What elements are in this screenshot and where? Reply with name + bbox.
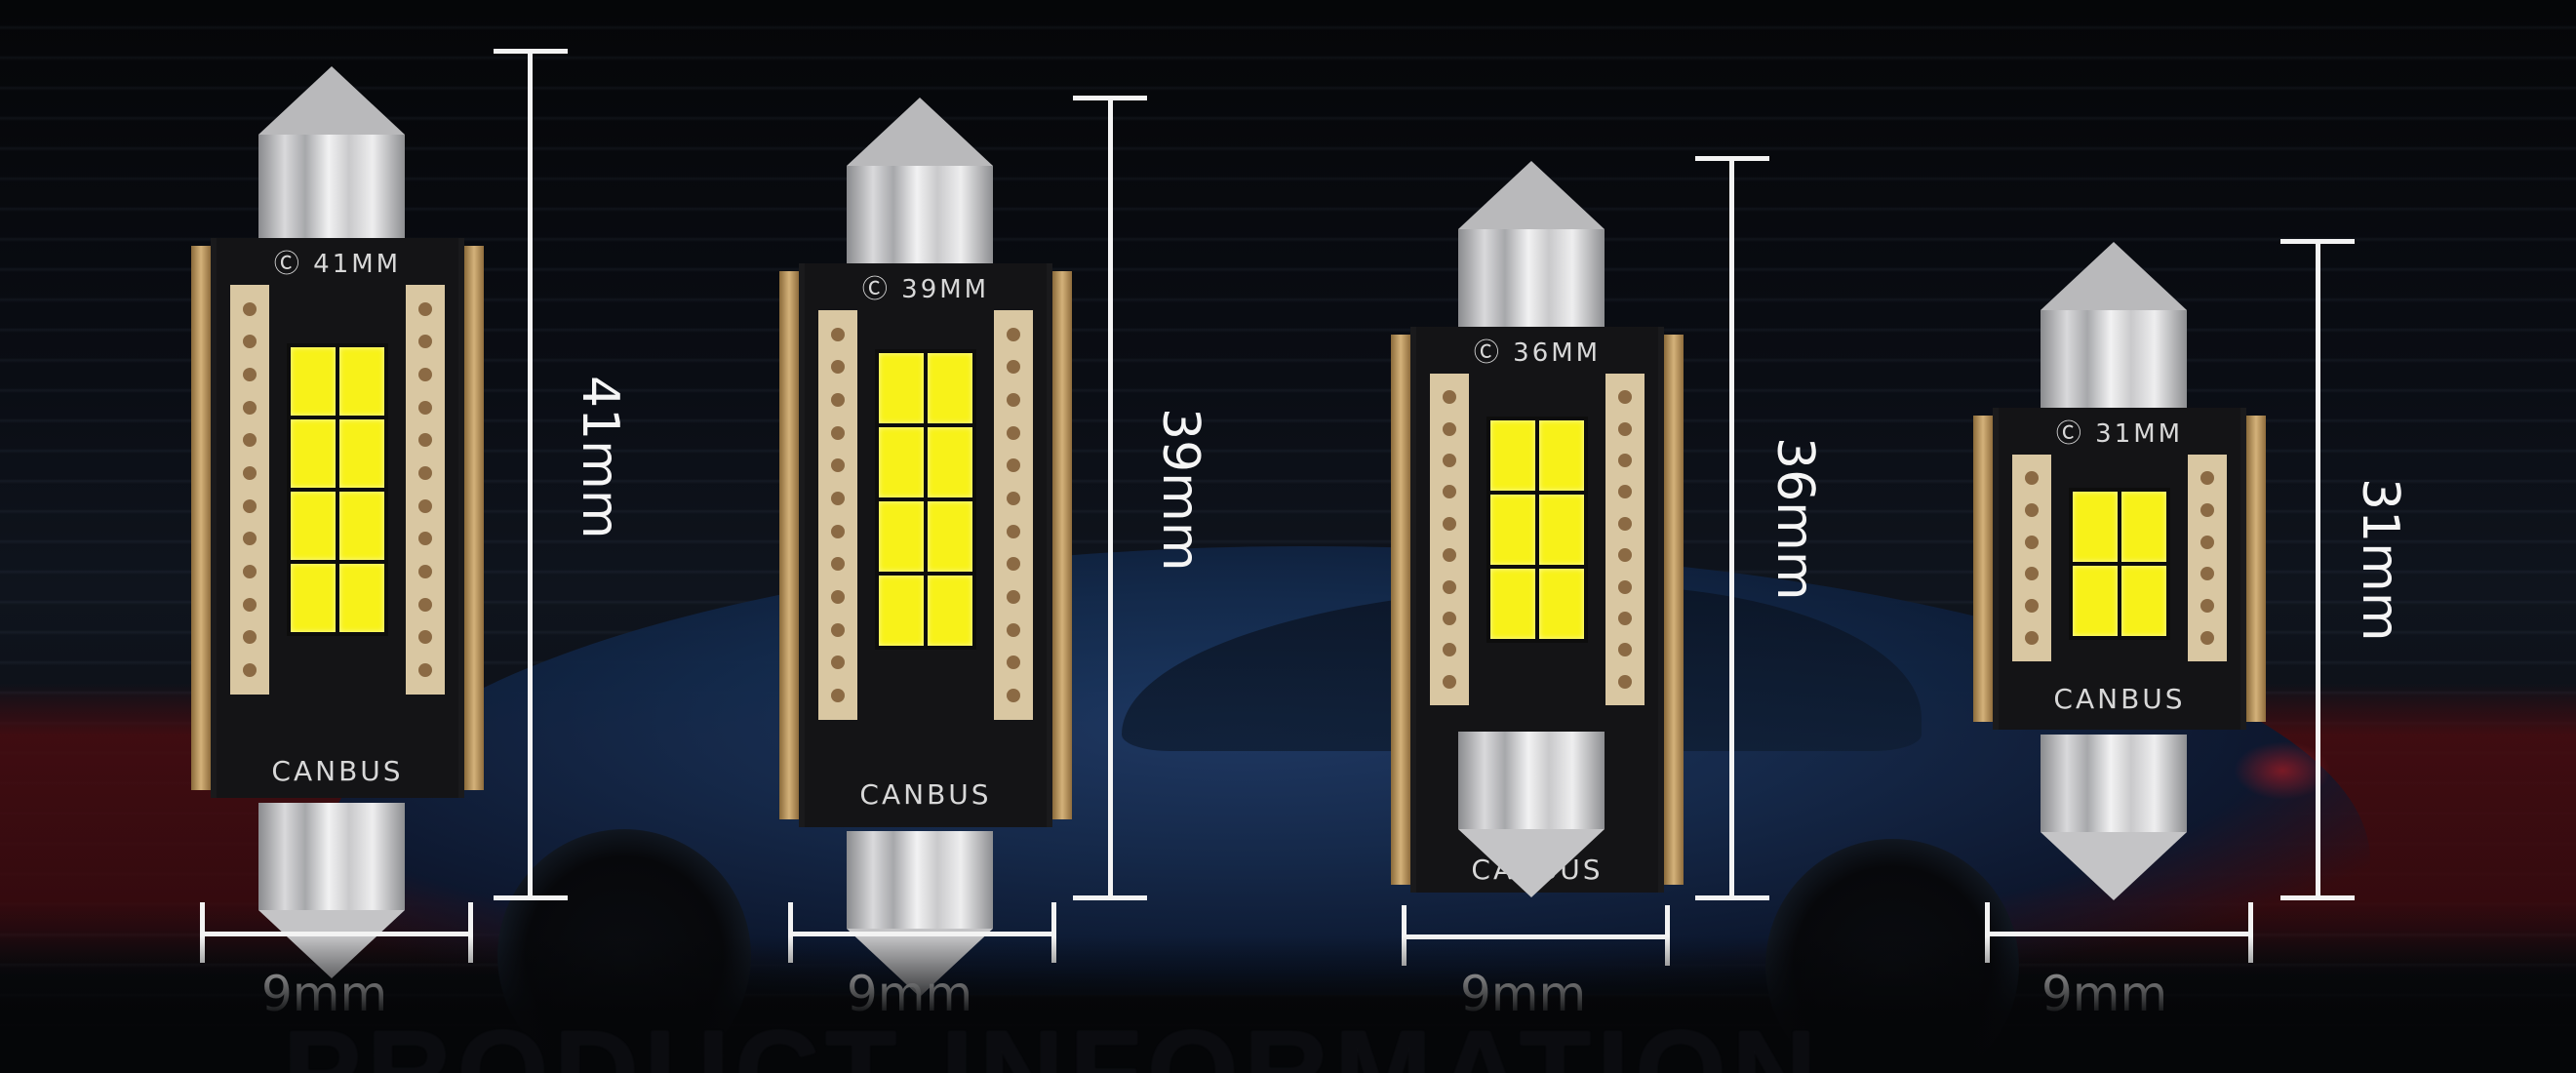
left-contact-strip xyxy=(230,285,269,695)
model-size-text: 31MM xyxy=(2095,419,2184,449)
right-contact-strip xyxy=(406,285,445,695)
model-label: Ⓒ 36MM xyxy=(1473,338,1602,368)
pcb-board: Ⓒ 39MM CANBUS xyxy=(779,263,1072,827)
bulb-bottom-cap xyxy=(2041,735,2187,900)
bulb-top-cap xyxy=(1458,161,1605,327)
canbus-label: CANBUS xyxy=(271,755,404,787)
bulb-top-cap xyxy=(258,66,405,242)
pcb-board: Ⓒ 31MM CANBUS xyxy=(1973,408,2266,730)
height-label: 39mm xyxy=(1151,408,1209,572)
right-contact-strip xyxy=(1605,374,1645,705)
height-line-bottom-tick xyxy=(2280,895,2355,900)
bottom-dark-fade xyxy=(0,936,2576,1073)
led-chip-array xyxy=(287,343,388,636)
bulb-31mm: Ⓒ 31MM CANBUS xyxy=(1973,242,2266,905)
model-label: Ⓒ 41MM xyxy=(273,250,402,279)
height-dimension-line xyxy=(1729,156,1734,899)
left-contact-strip xyxy=(818,310,857,720)
bulb-top-cap xyxy=(847,98,993,263)
led-chip-array xyxy=(1486,417,1588,643)
height-line-bottom-tick xyxy=(1695,895,1769,900)
height-dimension-line xyxy=(528,49,533,899)
width-dimension-line xyxy=(200,932,473,936)
led-chip-array xyxy=(875,349,976,650)
canbus-label: CANBUS xyxy=(2053,683,2186,715)
height-label: 41mm xyxy=(571,376,629,539)
width-line-right-tick xyxy=(1051,902,1056,963)
height-line-bottom-tick xyxy=(1073,895,1147,900)
model-label: Ⓒ 31MM xyxy=(2055,419,2184,449)
right-contact-strip xyxy=(2188,455,2227,661)
left-contact-strip xyxy=(1430,374,1469,705)
width-line-right-tick xyxy=(1665,905,1670,966)
bulb-bottom-cap xyxy=(1458,732,1605,897)
model-label: Ⓒ 39MM xyxy=(861,275,990,304)
height-label: 36mm xyxy=(1765,437,1824,601)
model-size-text: 36MM xyxy=(1513,338,1602,368)
height-dimension-line xyxy=(2316,239,2320,899)
width-line-right-tick xyxy=(468,902,473,963)
bulb-39mm: Ⓒ 39MM CANBUS xyxy=(779,98,1072,997)
pcb-board: Ⓒ 36MM CANBUS xyxy=(1391,327,1684,893)
height-label: 31mm xyxy=(2351,478,2409,642)
bulb-top-cap xyxy=(2041,242,2187,408)
width-dimension-line xyxy=(1985,932,2253,936)
led-chip-array xyxy=(2069,488,2170,640)
height-line-bottom-tick xyxy=(494,895,568,900)
car-taillight xyxy=(2234,741,2331,800)
left-contact-strip xyxy=(2012,455,2051,661)
width-line-right-tick xyxy=(2248,902,2253,963)
bulb-41mm: Ⓒ 41MM CANBUS xyxy=(191,66,484,978)
model-size-text: 41MM xyxy=(313,250,402,279)
product-information-heading: PRODUCT INFORMATION xyxy=(283,1007,1823,1073)
right-contact-strip xyxy=(994,310,1033,720)
height-dimension-line xyxy=(1108,96,1113,899)
canbus-label: CANBUS xyxy=(859,778,992,811)
pcb-board: Ⓒ 41MM CANBUS xyxy=(191,238,484,798)
width-dimension-line xyxy=(788,932,1056,936)
model-size-text: 39MM xyxy=(901,275,990,304)
bulb-36mm: Ⓒ 36MM CANBUS xyxy=(1391,161,1684,902)
